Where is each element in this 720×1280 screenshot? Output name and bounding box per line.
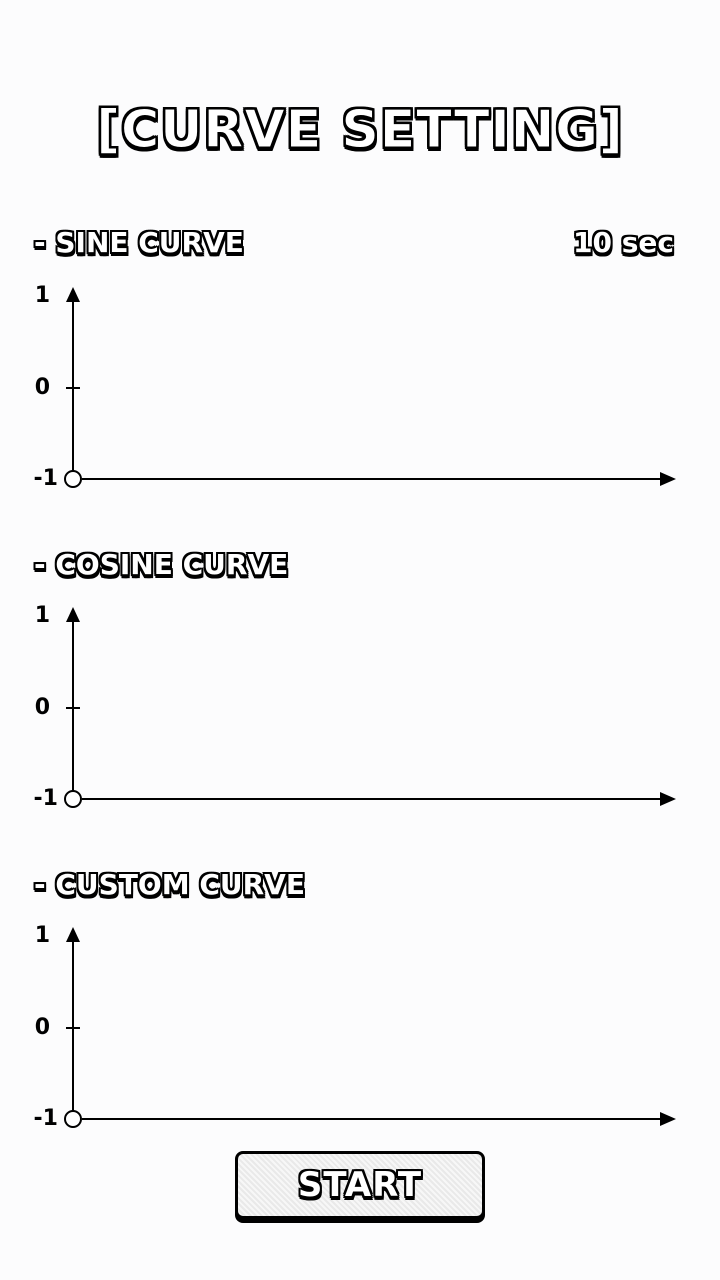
custom-x-axis-arrow	[660, 1112, 676, 1126]
duration-label: 10 sec	[573, 226, 674, 259]
sine-y-axis-arrow	[66, 287, 80, 302]
cosine-x-axis-arrow	[660, 792, 676, 806]
start-button-label: START	[297, 1165, 423, 1205]
cosine-y-min-label: -1	[33, 786, 58, 811]
sine-y-max-label: 1	[34, 283, 50, 308]
sine-y-mid-label: 0	[34, 375, 50, 400]
custom-y-min-label: -1	[33, 1106, 58, 1131]
custom-curve-label: - CUSTOM CURVE	[34, 868, 305, 901]
custom-curve-graph[interactable]	[0, 920, 720, 1140]
cosine-y-max-label: 1	[34, 603, 50, 628]
cosine-curve-graph[interactable]	[0, 600, 720, 820]
start-button[interactable]: START	[235, 1151, 485, 1219]
cosine-y-axis-arrow	[66, 607, 80, 622]
page-title: [CURVE SETTING]	[96, 100, 624, 161]
custom-y-mid-label: 0	[34, 1015, 50, 1040]
sine-curve-label: - SINE CURVE	[34, 226, 244, 259]
custom-y-max-label: 1	[34, 923, 50, 948]
cosine-y-mid-label: 0	[34, 695, 50, 720]
sine-y-min-label: -1	[33, 466, 58, 491]
custom-y-axis-arrow	[66, 927, 80, 942]
sine-curve-graph[interactable]	[0, 280, 720, 500]
sine-origin-handle[interactable]	[64, 470, 82, 488]
cosine-curve-label: - COSINE CURVE	[34, 548, 289, 581]
cosine-origin-handle[interactable]	[64, 790, 82, 808]
custom-origin-handle[interactable]	[64, 1110, 82, 1128]
sine-x-axis-arrow	[660, 472, 676, 486]
